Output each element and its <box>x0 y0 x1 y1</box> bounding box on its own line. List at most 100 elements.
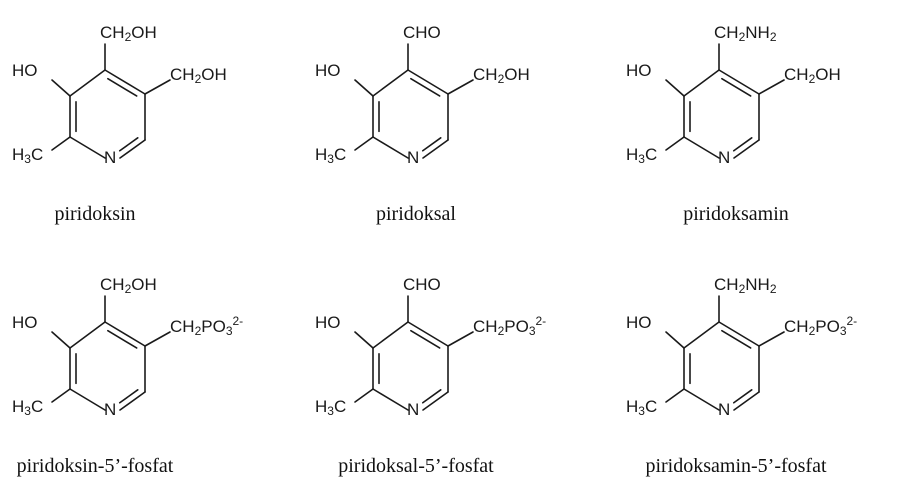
nitrogen-label: N <box>104 148 116 167</box>
r4-group: CH2NH2 <box>714 275 777 296</box>
hydroxyl-label: HO <box>12 313 38 332</box>
bond-c5-substituent <box>447 79 474 95</box>
bond-c5-substituent <box>447 331 474 347</box>
bond-c2-methyl <box>51 388 71 403</box>
bond-c4-c5 <box>104 69 146 95</box>
r4-group-sub: 2 <box>125 30 132 44</box>
compound-name: piridoksamin <box>683 203 789 225</box>
bond-c3-oh <box>51 79 71 97</box>
r4-group-main: CH <box>714 275 739 294</box>
bond-c2-methyl <box>665 136 685 151</box>
bond-c6-n <box>119 391 146 411</box>
r4-group-main: CH <box>100 275 125 294</box>
double-bond-c6-n <box>421 137 442 152</box>
r5-group-sub2: 3 <box>529 324 536 338</box>
bond-c4-c5 <box>718 69 760 95</box>
bond-c3-oh <box>665 79 685 97</box>
methyl-label-sub: 3 <box>327 152 334 166</box>
bond-c3-c4 <box>372 321 409 349</box>
bond-c5-substituent <box>144 79 171 95</box>
r4-group-sub: 2 <box>739 30 746 44</box>
r5-group-main: CH <box>170 65 195 84</box>
bond-c3-c4 <box>372 69 409 97</box>
bond-n-c2 <box>683 136 720 159</box>
r5-group-sub2: 3 <box>226 324 233 338</box>
bond-c4-c5 <box>407 69 449 95</box>
double-bond-c4-c5 <box>721 329 752 349</box>
nitrogen-label: N <box>718 400 730 419</box>
compound-name: piridoksin <box>54 203 135 225</box>
bond-c5-substituent <box>144 331 171 347</box>
double-bond-c4-c5 <box>107 77 138 97</box>
r5-group-tail: PO <box>201 317 226 336</box>
hydroxyl-label: HO <box>626 313 652 332</box>
bond-c2-methyl <box>665 388 685 403</box>
r4-group-tail: NH <box>745 275 770 294</box>
r5-group-sub: 2 <box>809 72 816 86</box>
compound-name: piridoksamin-5’-fosfat <box>645 455 827 477</box>
methyl-label: H3C <box>626 397 657 418</box>
bond-c6-n <box>733 139 760 159</box>
methyl-label-main: H <box>12 145 24 164</box>
methyl-label: H3C <box>626 145 657 166</box>
r5-group-sub2: 3 <box>840 324 847 338</box>
methyl-label-tail: C <box>31 397 43 416</box>
double-bond-c6-n <box>732 389 753 404</box>
r5-group-tail: OH <box>504 65 530 84</box>
nitrogen-label: N <box>718 148 730 167</box>
double-bond-c4-c5 <box>410 329 441 349</box>
bond-c3-c4 <box>69 69 106 97</box>
r5-group-sup: 2- <box>536 314 547 328</box>
bond-c3-oh <box>354 79 374 97</box>
bond-c2-methyl <box>354 388 374 403</box>
r5-group-tail: PO <box>504 317 529 336</box>
double-bond-c6-n <box>732 137 753 152</box>
hydroxyl-label: HO <box>315 61 341 80</box>
bond-c6-n <box>733 391 760 411</box>
methyl-label: H3C <box>12 397 43 418</box>
r5-group-main: CH <box>473 65 498 84</box>
r5-group: CH2OH <box>170 65 227 86</box>
r4-group-tail: NH <box>745 23 770 42</box>
bond-n-c2 <box>372 388 409 411</box>
r5-group-tail: OH <box>815 65 841 84</box>
methyl-label-sub: 3 <box>638 152 645 166</box>
r4-group: CHO <box>403 23 441 42</box>
r4-group: CH2NH2 <box>714 23 777 44</box>
methyl-label: H3C <box>315 397 346 418</box>
methyl-label-main: H <box>315 397 327 416</box>
r4-group: CHO <box>403 275 441 294</box>
r4-group-tail: OH <box>131 275 157 294</box>
bond-n-c2 <box>69 388 106 411</box>
bond-c3-oh <box>51 331 71 349</box>
methyl-label-tail: C <box>334 397 346 416</box>
bond-c4-c5 <box>104 321 146 347</box>
bond-n-c2 <box>683 388 720 411</box>
bond-c6-n <box>422 139 449 159</box>
methyl-label-sub: 3 <box>638 404 645 418</box>
r5-group-tail: OH <box>201 65 227 84</box>
double-bond-c4-c5 <box>410 77 441 97</box>
bond-c5-substituent <box>758 79 785 95</box>
bond-c3-c4 <box>69 321 106 349</box>
r5-group-sub: 2 <box>498 72 505 86</box>
r4-group-main: CH <box>714 23 739 42</box>
r4-group: CH2OH <box>100 23 157 44</box>
r5-group-sub: 2 <box>809 324 816 338</box>
nitrogen-label: N <box>407 400 419 419</box>
compound-name: piridoksal <box>376 203 456 225</box>
bond-c3-oh <box>354 331 374 349</box>
methyl-label-tail: C <box>31 145 43 164</box>
r5-group-sup: 2- <box>233 314 244 328</box>
r5-group-main: CH <box>473 317 498 336</box>
methyl-label-tail: C <box>334 145 346 164</box>
bond-c4-c5 <box>718 321 760 347</box>
bond-c6-n <box>119 139 146 159</box>
compound-name: piridoksin-5’-fosfat <box>17 455 174 477</box>
